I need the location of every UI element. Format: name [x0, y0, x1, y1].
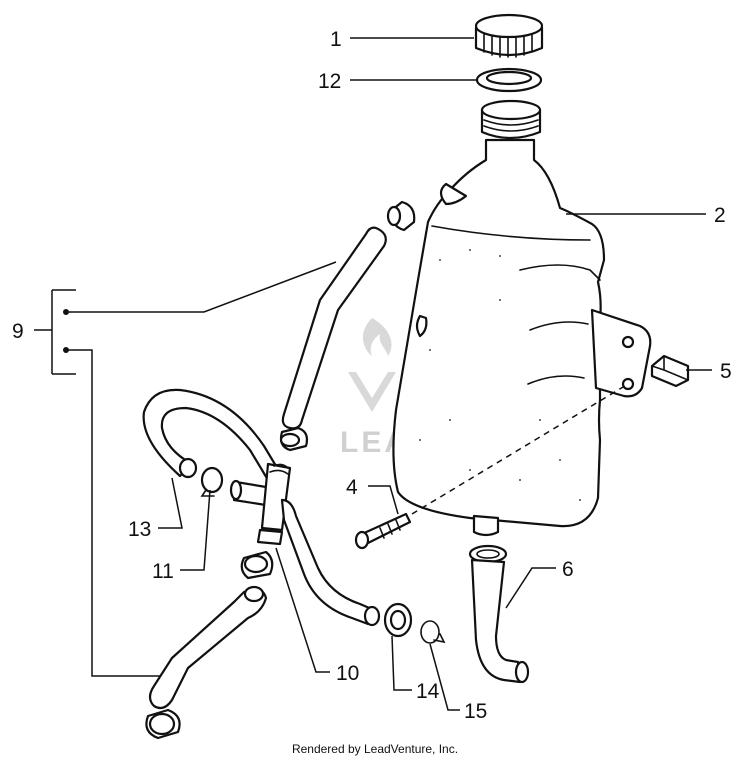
part-15-clip — [420, 620, 446, 644]
part-12-ring — [475, 67, 543, 93]
part-13-curved-hose — [142, 388, 284, 482]
callout-5: 5 — [720, 360, 732, 383]
part-6-outlet-hose — [468, 544, 530, 684]
part-14-grommet — [383, 602, 413, 638]
callout-11: 11 — [152, 560, 174, 583]
part-9-lower-hose — [145, 585, 268, 740]
part-4-screw — [354, 383, 629, 550]
callout-13: 13 — [128, 518, 151, 541]
callout-12: 12 — [318, 70, 341, 93]
part-9-upper-hose — [279, 200, 416, 452]
callout-9: 9 — [12, 320, 24, 343]
t-fitting — [229, 462, 292, 546]
part-1-cap — [474, 13, 544, 58]
part-2-tank — [392, 99, 652, 537]
callout-4: 4 — [346, 476, 358, 499]
callout-1: 1 — [330, 28, 342, 51]
callout-6: 6 — [562, 558, 574, 581]
callout-14: 14 — [416, 680, 440, 703]
leader-lines — [34, 37, 712, 711]
callout-labels: 1 12 2 5 4 6 9 13 11 10 14 15 — [12, 28, 732, 723]
part-5-nut — [650, 354, 690, 388]
callout-15: 15 — [464, 700, 487, 723]
part-11-clamp — [200, 466, 224, 497]
callout-10: 10 — [336, 662, 359, 685]
callout-2: 2 — [714, 204, 726, 227]
lower-clamp — [240, 550, 274, 580]
footer-credit: Rendered by LeadVenture, Inc. — [291, 742, 459, 756]
part-10-hose — [280, 498, 381, 627]
